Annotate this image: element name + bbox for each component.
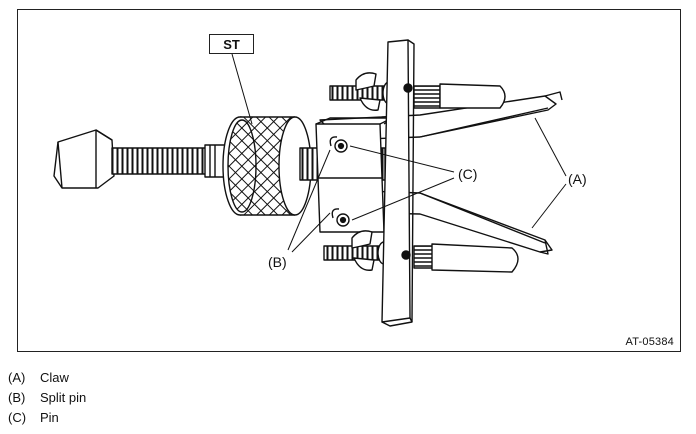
legend-item: (B) Split pin [8, 388, 86, 408]
upper-bolt [329, 72, 396, 111]
screw-shaft [111, 147, 223, 175]
legend-key: (A) [8, 370, 26, 385]
legend: (A) Claw (B) Split pin (C) Pin [8, 368, 86, 428]
legend-text: Pin [40, 410, 59, 425]
lower-bolt [323, 230, 391, 271]
knurled-sleeve [222, 116, 312, 216]
figure-code: AT-05384 [625, 336, 674, 348]
callout-a: (A) [568, 171, 587, 187]
hex-nut [53, 129, 115, 189]
legend-text: Split pin [40, 390, 87, 405]
upper-pin [329, 136, 348, 153]
callout-b: (B) [268, 254, 287, 270]
lower-pin [331, 208, 350, 227]
legend-item: (C) Pin [8, 408, 86, 428]
base-plate [381, 39, 415, 327]
legend-key: (B) [8, 390, 26, 405]
legend-item: (A) Claw [8, 368, 86, 388]
callout-c: (C) [458, 166, 478, 182]
legend-key: (C) [8, 410, 27, 425]
legend-text: Claw [40, 370, 69, 385]
tool-label-st: ST [209, 34, 254, 54]
lower-rod [413, 243, 519, 273]
upper-rod [413, 83, 506, 109]
